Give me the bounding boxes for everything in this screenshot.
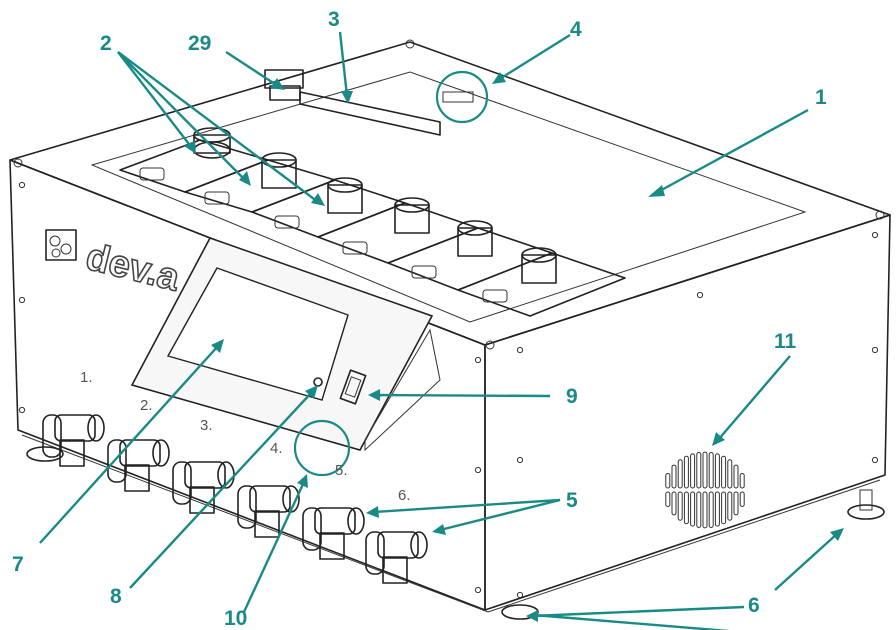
valve-6[interactable] — [365, 531, 428, 584]
chamber-4 — [317, 197, 479, 264]
vent-slot — [690, 491, 696, 527]
callout-leaders — [39, 31, 844, 630]
brand-text: dev.a — [82, 236, 185, 300]
vent-slot — [739, 491, 745, 508]
vent-slot — [733, 491, 739, 516]
valve-5[interactable] — [302, 507, 365, 560]
vent-slot — [702, 451, 708, 489]
port-number-3: 3. — [200, 417, 213, 434]
vent-slot — [677, 459, 683, 489]
callout-10: 10 — [224, 607, 247, 630]
port-number-1: 1. — [80, 369, 93, 386]
power-switch[interactable] — [339, 369, 367, 405]
vent-slot — [690, 453, 696, 489]
vent-slot — [683, 455, 689, 489]
callout-29: 29 — [188, 32, 211, 55]
vent-slot — [665, 472, 671, 489]
chamber-3 — [251, 177, 406, 238]
port-number-4: 4. — [270, 440, 283, 457]
callout-11: 11 — [774, 330, 797, 353]
vent-slot — [696, 452, 702, 489]
vent-slot — [739, 472, 745, 489]
foot-left — [26, 446, 64, 462]
vent-slot — [733, 464, 739, 489]
chamber-6 — [457, 247, 626, 317]
brand-logo: dev.a — [45, 229, 185, 301]
control-panel — [130, 237, 441, 452]
vent-slot — [665, 491, 671, 508]
touchscreen[interactable] — [166, 267, 349, 401]
probe-arm — [264, 69, 441, 136]
vent-slot — [671, 491, 677, 516]
callout-labels: 1 2 3 4 5 6 7 8 9 10 11 29 — [12, 8, 827, 630]
indicator-led — [313, 377, 323, 387]
lid-detail-circle — [435, 70, 489, 124]
foot-right — [847, 504, 885, 520]
callout-9: 9 — [566, 385, 578, 408]
vent-slot — [702, 491, 708, 529]
vent-slot — [671, 464, 677, 489]
callout-8: 8 — [110, 585, 122, 608]
device-body — [9, 39, 891, 613]
vent-slot — [727, 459, 733, 489]
vent-slot — [714, 453, 720, 489]
vent-slot — [708, 491, 714, 528]
callout-6: 6 — [748, 594, 760, 617]
vent-slot — [714, 491, 720, 527]
vent-slot — [696, 491, 702, 528]
outlet-valves — [42, 414, 428, 584]
port-numbers: 1. 2. 3. 4. 5. 6. — [80, 369, 411, 504]
callout-1: 1 — [815, 86, 827, 109]
vent-slot — [721, 491, 727, 525]
callout-4: 4 — [570, 18, 582, 41]
vent-slot — [677, 491, 683, 521]
chamber-lids — [119, 127, 626, 317]
port-number-2: 2. — [140, 397, 153, 414]
vent-slot — [721, 455, 727, 489]
valve-2[interactable] — [107, 439, 170, 492]
feet — [26, 446, 885, 620]
port-number-5: 5. — [335, 462, 348, 479]
port-number-6: 6. — [398, 487, 411, 504]
valve-1[interactable] — [42, 414, 105, 467]
vent-slot — [727, 491, 733, 521]
vent-grille — [665, 451, 745, 529]
vent-slot — [708, 452, 714, 489]
callout-7: 7 — [12, 553, 24, 576]
vent-slot — [683, 491, 689, 525]
callout-5: 5 — [566, 489, 578, 512]
connector-detail-circle — [293, 419, 351, 477]
callout-2: 2 — [100, 32, 112, 55]
callout-3: 3 — [328, 8, 340, 31]
